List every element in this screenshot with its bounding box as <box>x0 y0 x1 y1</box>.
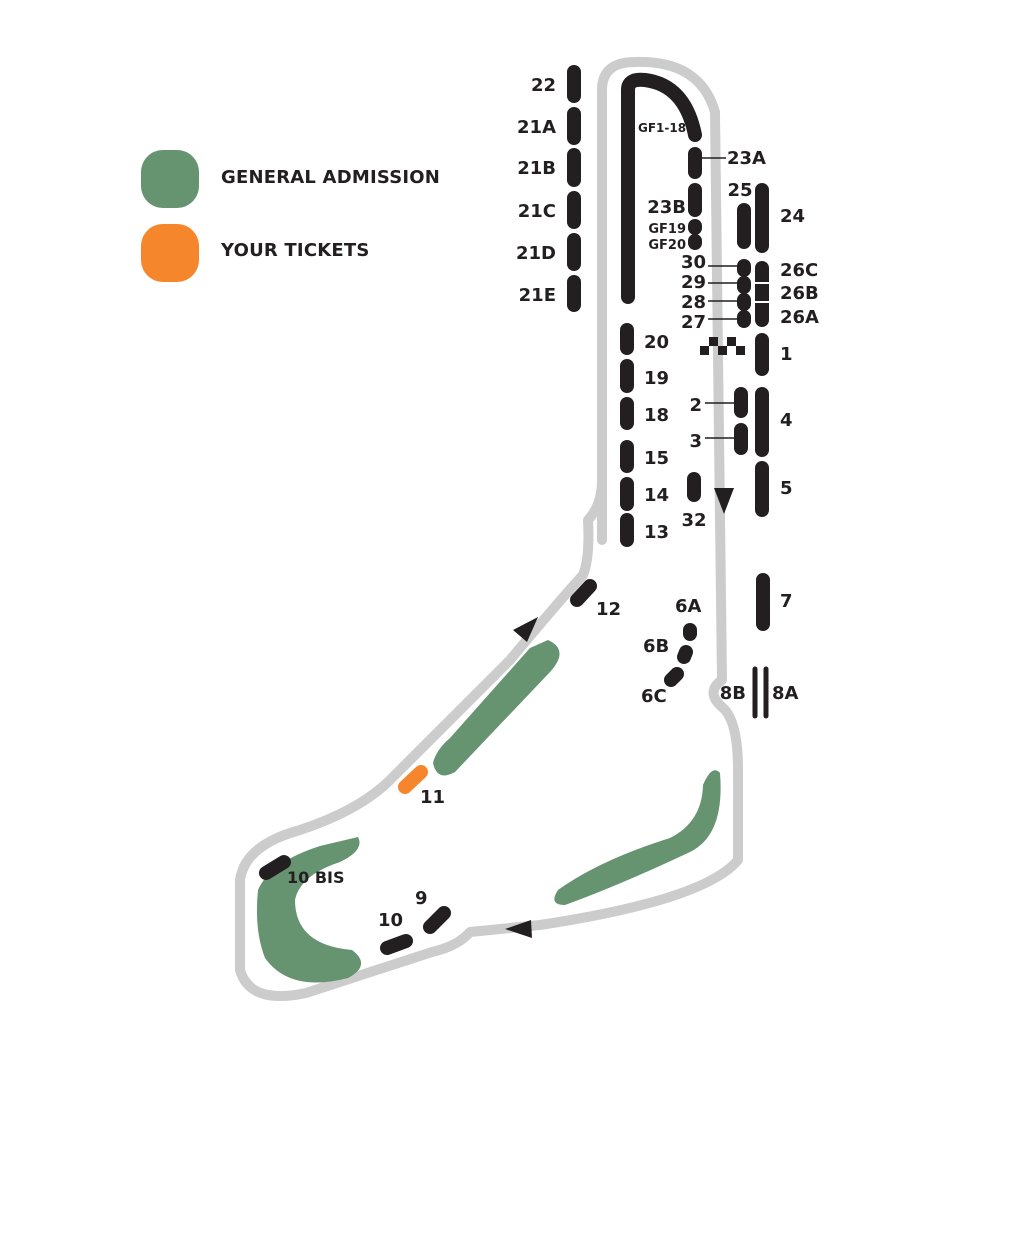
label-stand-13: 13 <box>644 522 669 543</box>
legend-label-your-tickets: YOUR TICKETS <box>221 240 370 261</box>
label-stand-19: 19 <box>644 368 669 389</box>
label-stand-10: 10 <box>378 910 403 931</box>
general-admission-area-2 <box>554 770 721 905</box>
label-stand-26b: 26B <box>780 283 819 304</box>
label-stand-18: 18 <box>644 405 669 426</box>
label-stand-gf20: GF20 <box>648 238 686 253</box>
label-stand-3: 3 <box>689 431 702 452</box>
label-stand-1: 1 <box>780 344 793 365</box>
label-stand-21b: 21B <box>517 158 556 179</box>
label-stand-14: 14 <box>644 485 669 506</box>
label-stand-2: 2 <box>689 395 702 416</box>
direction-arrow-left-icon <box>505 920 532 938</box>
label-stand-10-bis: 10 BIS <box>287 868 345 887</box>
label-stand-25: 25 <box>727 180 752 201</box>
label-stand-32: 32 <box>681 510 706 531</box>
general-admission-area-1 <box>433 640 560 776</box>
stand-12[interactable] <box>570 579 597 607</box>
label-stand-8a: 8A <box>772 683 799 704</box>
legend-swatch-general-admission <box>141 150 199 208</box>
label-stand-26c: 26C <box>780 260 818 281</box>
label-stand-6a: 6A <box>675 596 702 617</box>
label-stand-6c: 6C <box>641 686 667 707</box>
label-stand-28: 28 <box>681 292 706 313</box>
label-stand-26a: 26A <box>780 307 819 328</box>
general-admission-area-3 <box>256 837 362 983</box>
label-stand-15: 15 <box>644 448 669 469</box>
stand-9[interactable] <box>423 906 451 934</box>
start-finish-flag-icon <box>700 337 745 355</box>
label-stand-12: 12 <box>596 599 621 620</box>
label-stand-5: 5 <box>780 478 793 499</box>
legend-label-general-admission: GENERAL ADMISSION <box>221 167 441 188</box>
legend-swatch-your-tickets <box>141 224 199 282</box>
label-stand-9: 9 <box>415 888 428 909</box>
label-stand-gf1-18: GF1-18 <box>638 121 686 135</box>
label-stand-20: 20 <box>644 332 669 353</box>
label-stand-22: 22 <box>531 75 556 96</box>
stand-10-bis[interactable] <box>259 855 291 880</box>
label-stand-30: 30 <box>681 252 706 273</box>
label-stand-21c: 21C <box>518 201 556 222</box>
track-outline <box>235 56 743 1001</box>
stand-6c[interactable] <box>664 667 684 687</box>
stand-11[interactable] <box>398 765 428 794</box>
direction-arrow-up-right-icon <box>513 617 538 642</box>
label-stand-8b: 8B <box>720 683 746 704</box>
label-stand-23b: 23B <box>647 197 686 218</box>
stand-10[interactable] <box>380 934 413 955</box>
label-stand-23a: 23A <box>727 148 766 169</box>
label-stand-27: 27 <box>681 312 706 333</box>
label-stand-21d: 21D <box>516 243 556 264</box>
label-stand-21e: 21E <box>519 285 556 306</box>
label-stand-7: 7 <box>780 591 793 612</box>
label-stand-6b: 6B <box>643 636 669 657</box>
direction-arrow-down-icon <box>714 488 734 514</box>
label-stand-21a: 21A <box>517 117 556 138</box>
label-stand-4: 4 <box>780 410 793 431</box>
label-stand-24: 24 <box>780 206 805 227</box>
stand-6b[interactable] <box>677 645 693 664</box>
stand-gf1-18[interactable] <box>621 72 702 304</box>
label-stand-11: 11 <box>420 787 445 808</box>
label-stand-gf19: GF19 <box>648 222 686 237</box>
label-stand-29: 29 <box>681 272 706 293</box>
